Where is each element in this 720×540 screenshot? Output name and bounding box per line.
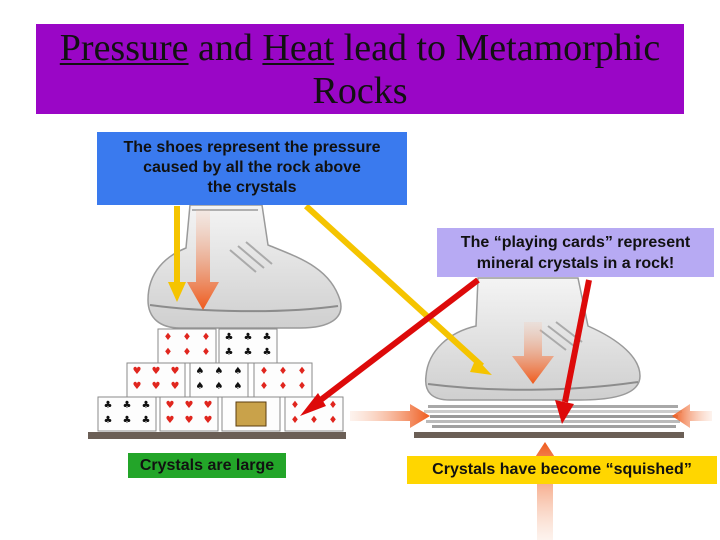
yellow-arrow-right <box>303 203 492 375</box>
playing-card: ♥ ♥ ♥ ♥ ♥ ♥ <box>159 396 219 432</box>
card-pip: ♦ <box>164 332 173 343</box>
pressure-arrow-right <box>512 322 554 384</box>
card-pip: ♥ <box>204 415 213 426</box>
card-pip: ♣ <box>244 332 253 343</box>
crystals-large-label: Crystals are large <box>128 453 286 478</box>
playing-card: ♥ ♥ ♥ ♥ ♥ ♥ <box>126 362 186 398</box>
card-pip: ♠ <box>215 366 224 377</box>
side-arrow-right <box>672 404 712 428</box>
ground-right <box>414 432 684 438</box>
card-pip: ♣ <box>263 332 272 343</box>
title-banner: Pressure and Heat lead to Metamorphic Ro… <box>36 24 684 114</box>
card-pip: ♥ <box>133 381 142 392</box>
crystals-squished-label: Crystals have become “squished” <box>407 456 717 484</box>
cards-label: The “playing cards” represent mineral cr… <box>437 228 714 277</box>
red-arrow-right <box>555 279 592 424</box>
card-pip: ♦ <box>260 381 269 392</box>
title-word-heat: Heat <box>262 27 335 69</box>
playing-card: ♣ ♣ ♣ ♣ ♣ ♣ <box>97 396 157 432</box>
title-word-lead-to: lead to Metamorphic <box>334 27 661 69</box>
card-pip: ♣ <box>104 415 113 426</box>
card-pip: ♠ <box>234 366 243 377</box>
card-pip: ♦ <box>329 415 338 426</box>
card-pip: ♦ <box>298 366 307 377</box>
card-pip: ♣ <box>123 415 132 426</box>
side-arrow-left <box>350 404 430 428</box>
card-pip: ♠ <box>196 381 205 392</box>
shoes-label-line-2: caused by all the rock above <box>143 159 361 176</box>
card-pip: ♦ <box>164 347 173 358</box>
page-title-line-1: Pressure and Heat lead to Metamorphic <box>36 27 684 69</box>
shoes-label: The shoes represent the pressure caused … <box>97 132 407 205</box>
card-pip: ♣ <box>263 347 272 358</box>
card-pip: ♦ <box>183 347 192 358</box>
card-pip: ♥ <box>133 366 142 377</box>
card-pip: ♦ <box>291 400 300 411</box>
card-pip: ♥ <box>171 381 180 392</box>
card-pip: ♣ <box>123 400 132 411</box>
card-pip: ♠ <box>234 381 243 392</box>
yellow-arrow-left <box>168 206 186 302</box>
card-pip: ♥ <box>152 366 161 377</box>
playing-card: ♠ ♠ ♠ ♠ ♠ ♠ <box>189 362 249 398</box>
card-pip: ♣ <box>142 415 151 426</box>
card-pip: ♣ <box>244 347 253 358</box>
card-pip: ♦ <box>310 415 319 426</box>
card-pip: ♣ <box>104 400 113 411</box>
playing-card <box>221 396 281 432</box>
card-house: ♦♦♦♦♦♦♣♣♣♣♣♣♥♥♥♥♥♥♠♠♠♠♠♠♦♦♦♦♦♦♣♣♣♣♣♣♥♥♥♥… <box>97 328 344 432</box>
card-pip: ♣ <box>142 400 151 411</box>
card-pip: ♦ <box>202 332 211 343</box>
shoes-label-line-3: the crystals <box>207 179 297 196</box>
card-pip: ♠ <box>215 381 224 392</box>
ground-left <box>88 432 346 439</box>
squished-cards <box>424 405 682 428</box>
red-arrow-left <box>300 277 480 416</box>
card-pip: ♥ <box>152 381 161 392</box>
card-pip: ♣ <box>225 347 234 358</box>
card-pip: ♦ <box>279 366 288 377</box>
playing-card: ♦ ♦ ♦ ♦ ♦ ♦ <box>157 328 217 364</box>
title-word-pressure: Pressure <box>59 27 189 69</box>
card-pip: ♠ <box>196 366 205 377</box>
page-title-line-2: Rocks <box>312 70 408 112</box>
card-pip: ♥ <box>204 400 213 411</box>
card-pip: ♦ <box>260 366 269 377</box>
card-pip: ♦ <box>291 415 300 426</box>
king-card-face <box>235 401 267 427</box>
card-pip: ♥ <box>185 400 194 411</box>
card-pip: ♥ <box>166 400 175 411</box>
title-word-and: and <box>188 27 263 69</box>
card-pip: ♦ <box>298 381 307 392</box>
card-pip: ♦ <box>202 347 211 358</box>
shoes-label-line-1: The shoes represent the pressure <box>123 139 381 156</box>
card-pip: ♥ <box>166 415 175 426</box>
cards-label-line-2: mineral crystals in a rock! <box>476 255 675 272</box>
card-pip: ♦ <box>183 332 192 343</box>
playing-card: ♣ ♣ ♣ ♣ ♣ ♣ <box>218 328 278 364</box>
pressure-arrow-left <box>187 210 219 310</box>
card-pip: ♣ <box>225 332 234 343</box>
card-pip: ♦ <box>279 381 288 392</box>
card-pip: ♥ <box>185 415 194 426</box>
card-pip: ♦ <box>329 400 338 411</box>
cards-label-line-1: The “playing cards” represent <box>460 234 691 251</box>
card-pip: ♥ <box>171 366 180 377</box>
playing-card: ♦ ♦ ♦ ♦ ♦ ♦ <box>253 362 313 398</box>
